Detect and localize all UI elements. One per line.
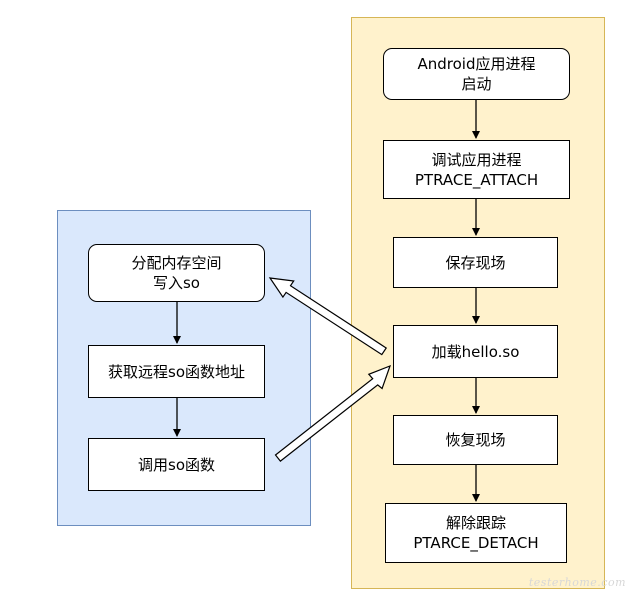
node-save-context: 保存现场 <box>393 237 558 288</box>
node-load-so: 加载hello.so <box>393 325 558 378</box>
watermark: testerhome.com <box>528 576 626 589</box>
node-call-so-function: 调用so函数 <box>88 438 265 491</box>
node-start-process: Android应用进程 启动 <box>383 48 570 100</box>
node-alloc-memory: 分配内存空间 写入so <box>88 244 265 302</box>
node-ptrace-attach: 调试应用进程 PTRACE_ATTACH <box>383 140 570 199</box>
node-ptrace-detach: 解除跟踪 PTARCE_DETACH <box>385 503 567 563</box>
node-restore-context: 恢复现场 <box>393 415 558 465</box>
node-get-remote-address: 获取远程so函数地址 <box>88 345 265 398</box>
injector-process-group <box>351 17 605 589</box>
